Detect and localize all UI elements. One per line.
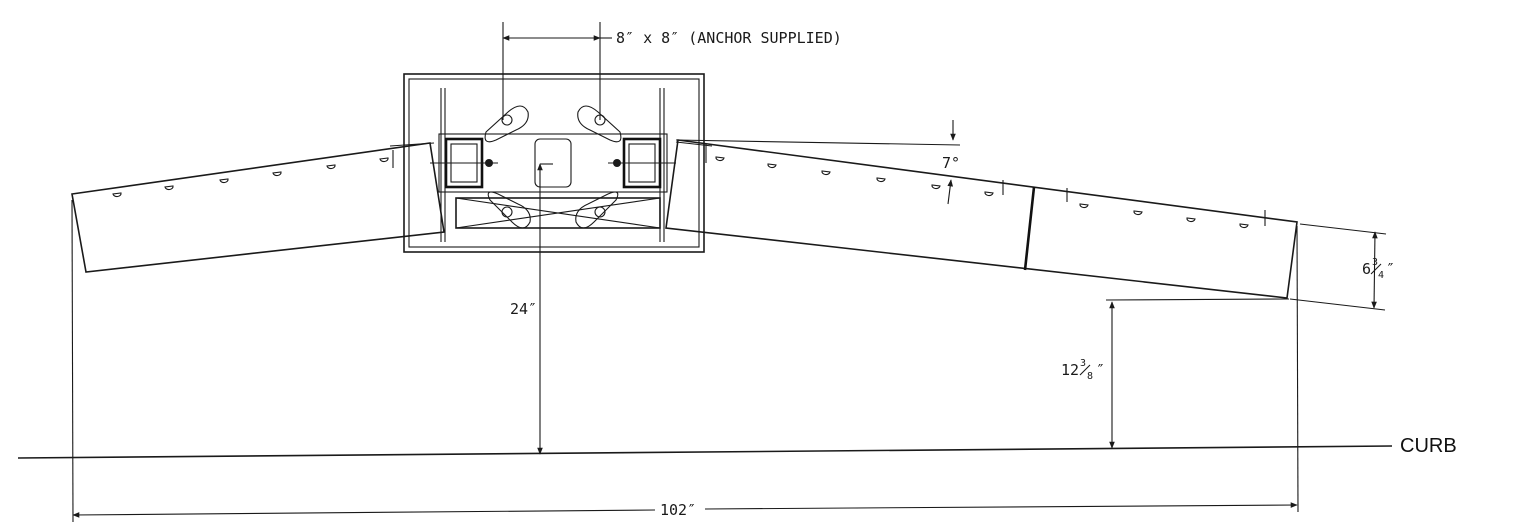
curb-line xyxy=(17,445,1393,459)
svg-text:8: 8 xyxy=(1087,371,1093,382)
anchor-slot-top-right xyxy=(577,105,622,143)
overall-width-label: 102″ xyxy=(660,501,696,519)
height-24-dimension xyxy=(537,163,553,455)
anchor-slot-top-left xyxy=(484,105,529,143)
angle-label: 7° xyxy=(942,154,960,172)
arm-depth-label: 6 3 4 ″ xyxy=(1362,257,1395,281)
overall-width-dimension xyxy=(71,199,1299,523)
curb-label: CURB xyxy=(1400,435,1457,457)
hinge-block-right xyxy=(608,137,676,189)
svg-text:″: ″ xyxy=(1096,361,1105,379)
svg-text:4: 4 xyxy=(1378,270,1384,281)
anchor-spacing-label: 8″ x 8″ (ANCHOR SUPPLIED) xyxy=(616,29,842,47)
hinge-block-left xyxy=(430,137,498,189)
clearance-label: 12 3 8 ″ xyxy=(1061,358,1105,382)
anchor-slot-bottom-right xyxy=(575,191,619,229)
angle-dimension xyxy=(675,120,961,205)
height-24-label: 24″ xyxy=(510,300,537,318)
svg-text:6: 6 xyxy=(1362,260,1371,278)
anchor-spacing-dimension xyxy=(502,22,612,120)
svg-text:3: 3 xyxy=(1080,358,1086,369)
svg-text:12: 12 xyxy=(1061,361,1079,379)
left-arm xyxy=(71,142,445,273)
right-arm xyxy=(665,139,1298,299)
anchor-slot-bottom-left xyxy=(487,191,531,229)
svg-text:3: 3 xyxy=(1372,257,1378,268)
clearance-dimension xyxy=(1105,298,1290,449)
svg-text:″: ″ xyxy=(1386,260,1395,278)
